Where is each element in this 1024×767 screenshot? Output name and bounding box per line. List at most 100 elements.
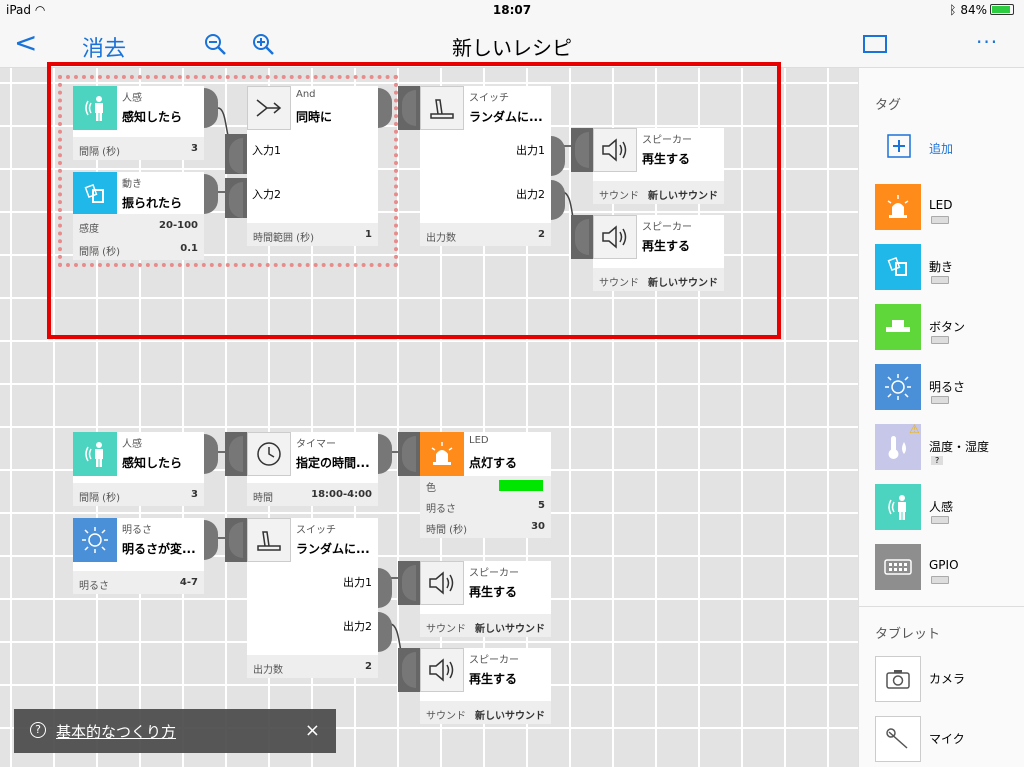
output-label: 出力1 <box>343 576 372 589</box>
block-name: 感知したら <box>122 456 183 470</box>
tablet-item-mic[interactable]: マイク <box>875 716 1024 762</box>
block-name: 感知したら <box>122 110 183 124</box>
output-port[interactable] <box>551 136 565 176</box>
block-category: 人感 <box>122 439 142 450</box>
block-category: 人感 <box>122 93 142 104</box>
input-port[interactable] <box>398 86 420 130</box>
block-n12[interactable]: スピーカー 再生するサウンド新しいサウンド <box>420 561 551 637</box>
output-label: 出力1 <box>516 144 545 157</box>
output-port[interactable] <box>378 612 392 652</box>
block-n1[interactable]: 人感 感知したら間隔 (秒)3 <box>73 86 204 160</box>
sw-icon <box>420 86 464 130</box>
input-port[interactable] <box>398 561 420 605</box>
tag-item-human[interactable]: 人感 <box>875 484 1024 530</box>
led-color-swatch[interactable] <box>499 480 543 491</box>
input-port[interactable] <box>225 432 247 476</box>
tag-item-bright[interactable]: 明るさ <box>875 364 1024 410</box>
device-label: iPad <box>6 3 32 17</box>
status-badge: ? <box>931 456 944 465</box>
block-n7[interactable]: 人感 感知したら間隔 (秒)3 <box>73 432 204 506</box>
tag-item-motion[interactable]: 動き <box>875 244 1024 290</box>
input-port[interactable] <box>225 178 247 218</box>
tag-label: 温度・湿度 <box>929 440 990 454</box>
output-port[interactable] <box>204 520 218 560</box>
bright-icon <box>875 364 921 410</box>
output-port[interactable] <box>378 434 392 474</box>
tag-label: GPIO <box>929 558 959 572</box>
zoom-out-icon[interactable] <box>203 32 227 60</box>
input-port[interactable] <box>571 128 593 172</box>
tag-item-button[interactable]: ボタン <box>875 304 1024 350</box>
input-port[interactable] <box>225 518 247 562</box>
tablet-item-label: マイク <box>929 732 965 746</box>
tag-item-gpio[interactable]: GPIO <box>875 544 1024 590</box>
output-port[interactable] <box>551 180 565 220</box>
timer-icon <box>247 432 291 476</box>
bright-icon <box>73 518 117 562</box>
battery-icon <box>931 336 949 344</box>
output-label: 出力2 <box>516 188 545 201</box>
battery-icon <box>931 576 949 584</box>
output-port[interactable] <box>378 88 392 128</box>
block-n6[interactable]: スピーカー 再生するサウンド新しいサウンド <box>593 215 724 291</box>
block-name: 指定の時間... <box>296 456 370 470</box>
tag-item-humid[interactable]: ⚠温度・湿度? <box>875 422 1024 470</box>
battery-icon <box>931 396 949 404</box>
output-port[interactable] <box>204 434 218 474</box>
output-port[interactable] <box>204 88 218 128</box>
block-n13[interactable]: スピーカー 再生するサウンド新しいサウンド <box>420 648 551 724</box>
tag-item-led[interactable]: LED <box>875 184 1024 230</box>
zoom-in-icon[interactable] <box>251 32 275 60</box>
close-icon[interactable]: × <box>304 720 320 741</box>
output-port[interactable] <box>378 568 392 608</box>
block-category: And <box>296 89 316 100</box>
input-port[interactable] <box>225 134 247 174</box>
prop-row[interactable]: 時間 (秒)30 <box>420 517 551 538</box>
output-port[interactable] <box>204 174 218 214</box>
bluetooth-icon: ᛒ <box>949 3 957 17</box>
prop-row[interactable]: サウンド新しいサウンド <box>420 614 551 637</box>
clear-button[interactable]: 消去 <box>82 37 127 62</box>
input-port[interactable] <box>571 215 593 259</box>
help-link[interactable]: 基本的なつくり方 <box>56 723 177 741</box>
speaker-icon <box>420 561 464 605</box>
and-icon <box>247 86 291 130</box>
more-button[interactable]: ··· <box>976 30 999 54</box>
humid-icon <box>875 424 921 470</box>
battery-icon <box>931 276 949 284</box>
human-icon <box>73 432 117 476</box>
prop-row[interactable]: 間隔 (秒)3 <box>73 483 204 506</box>
help-icon: ? <box>30 722 46 738</box>
input-port[interactable] <box>398 432 420 476</box>
tag-label: LED <box>929 198 953 212</box>
add-tag-button[interactable]: 追加 <box>875 130 1024 164</box>
output-label: 出力2 <box>343 620 372 633</box>
prop-row[interactable]: サウンド新しいサウンド <box>420 701 551 724</box>
block-category: スピーカー <box>469 655 519 666</box>
block-n5[interactable]: スピーカー 再生するサウンド新しいサウンド <box>593 128 724 204</box>
tablet-item-camera[interactable]: カメラ <box>875 656 1024 702</box>
layout-toggle-icon[interactable] <box>863 34 887 58</box>
block-category: スイッチ <box>296 525 336 536</box>
prop-row[interactable]: サウンド新しいサウンド <box>593 268 724 291</box>
input-port[interactable] <box>398 648 420 692</box>
sw-icon <box>247 518 291 562</box>
prop-row[interactable]: 間隔 (秒)0.1 <box>73 237 204 260</box>
back-button[interactable]: < <box>14 26 38 59</box>
prop-row[interactable]: 時間範囲 (秒)1 <box>247 223 378 246</box>
prop-row[interactable]: サウンド新しいサウンド <box>593 181 724 204</box>
prop-row[interactable]: 間隔 (秒)3 <box>73 137 204 160</box>
